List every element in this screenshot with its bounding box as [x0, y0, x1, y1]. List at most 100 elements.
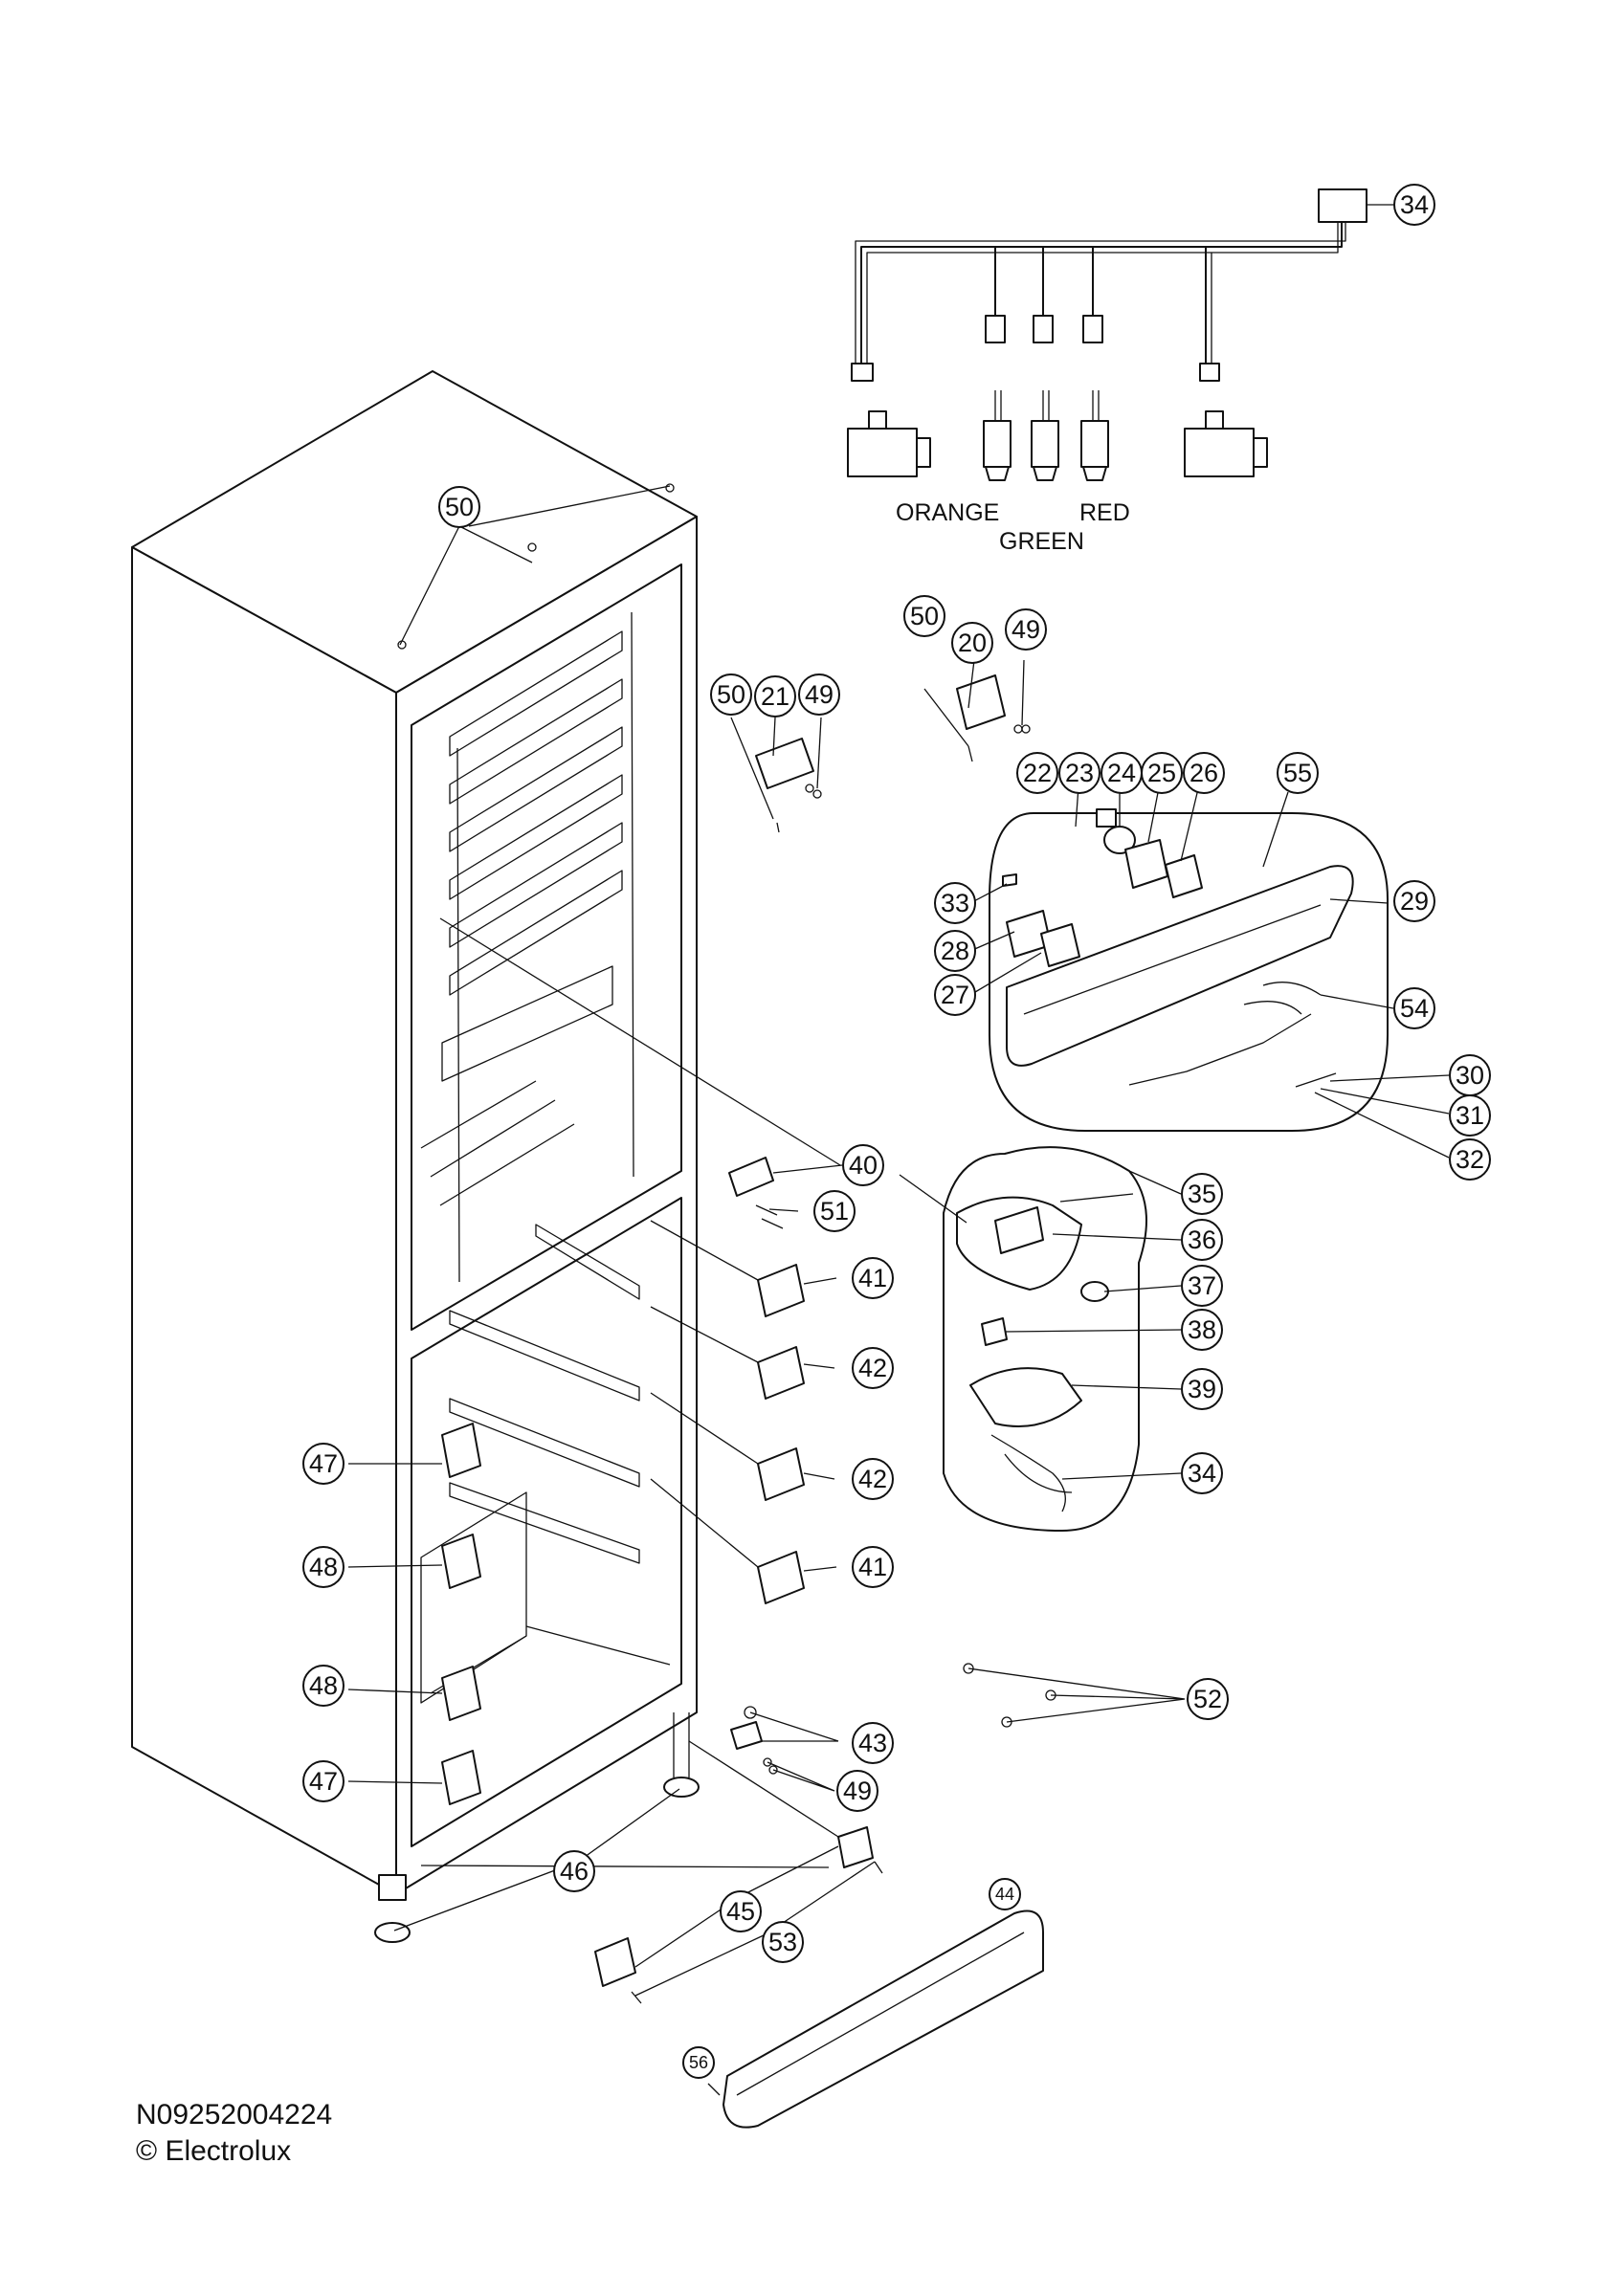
svg-text:29: 29 — [1400, 887, 1429, 916]
svg-text:49: 49 — [1012, 615, 1040, 644]
callout-48: 48 — [302, 1546, 345, 1588]
callout-38: 38 — [1181, 1309, 1223, 1351]
wiring-harness: ORANGE RED GREEN — [847, 188, 1367, 555]
callout-21: 21 — [754, 675, 796, 718]
svg-text:47: 47 — [309, 1767, 338, 1796]
bottom-trim — [707, 1910, 1044, 2129]
svg-text:53: 53 — [768, 1928, 797, 1956]
callout-27: 27 — [934, 974, 976, 1016]
svg-text:33: 33 — [941, 889, 969, 917]
svg-text:30: 30 — [1456, 1061, 1484, 1090]
callout-46: 46 — [553, 1850, 595, 1892]
svg-text:54: 54 — [1400, 994, 1429, 1023]
wire-label-orange: ORANGE — [896, 499, 999, 526]
svg-text:49: 49 — [843, 1777, 872, 1805]
callout-28: 28 — [934, 930, 976, 972]
callout-47: 47 — [302, 1760, 345, 1802]
svg-text:41: 41 — [858, 1553, 887, 1581]
svg-text:20: 20 — [958, 629, 987, 657]
copyright-notice: © Electrolux — [136, 2135, 291, 2167]
svg-text:26: 26 — [1189, 759, 1218, 787]
svg-text:36: 36 — [1188, 1225, 1216, 1254]
control-panel-assembly — [989, 808, 1389, 1132]
callout-43: 43 — [852, 1722, 894, 1764]
callout-37: 37 — [1181, 1265, 1223, 1307]
callout-42: 42 — [852, 1458, 894, 1500]
lamp-housing-assembly — [943, 1146, 1147, 1532]
callout-55: 55 — [1277, 752, 1319, 794]
svg-text:28: 28 — [941, 937, 969, 965]
svg-text:34: 34 — [1400, 190, 1429, 219]
callout-34: 34 — [1393, 184, 1435, 226]
callout-50: 50 — [710, 673, 752, 716]
svg-text:40: 40 — [849, 1151, 878, 1180]
callout-41: 41 — [852, 1546, 894, 1588]
svg-text:38: 38 — [1188, 1315, 1216, 1344]
svg-text:51: 51 — [820, 1197, 849, 1225]
callout-31: 31 — [1449, 1094, 1491, 1137]
callout-42: 42 — [852, 1347, 894, 1389]
callout-24: 24 — [1101, 752, 1143, 794]
svg-text:50: 50 — [717, 680, 745, 709]
leader-lines — [347, 204, 1450, 1997]
svg-text:39: 39 — [1188, 1375, 1216, 1403]
callout-45: 45 — [720, 1890, 762, 1932]
svg-text:44: 44 — [995, 1885, 1014, 1904]
svg-text:48: 48 — [309, 1553, 338, 1581]
svg-text:50: 50 — [445, 493, 474, 521]
callout-22: 22 — [1016, 752, 1058, 794]
callout-20: 20 — [951, 622, 993, 664]
svg-text:27: 27 — [941, 981, 969, 1009]
callout-34: 34 — [1181, 1452, 1223, 1494]
callout-29: 29 — [1393, 880, 1435, 922]
callout-49: 49 — [1005, 608, 1047, 651]
wire-label-red: RED — [1079, 499, 1130, 526]
svg-text:31: 31 — [1456, 1101, 1484, 1130]
svg-text:42: 42 — [858, 1354, 887, 1382]
svg-text:35: 35 — [1188, 1180, 1216, 1208]
callout-41: 41 — [852, 1257, 894, 1299]
callout-36: 36 — [1181, 1219, 1223, 1261]
drawing-code: N09252004224 — [136, 2099, 332, 2130]
svg-text:56: 56 — [689, 2053, 708, 2072]
callout-44: 44 — [989, 1878, 1021, 1910]
callout-50: 50 — [903, 595, 945, 637]
callout-56: 56 — [682, 2046, 715, 2079]
svg-text:48: 48 — [309, 1671, 338, 1700]
svg-text:22: 22 — [1023, 759, 1052, 787]
callout-23: 23 — [1058, 752, 1101, 794]
svg-text:32: 32 — [1456, 1145, 1484, 1174]
callout-54: 54 — [1393, 987, 1435, 1029]
callout-49: 49 — [836, 1770, 878, 1812]
callout-50: 50 — [438, 486, 480, 528]
callout-51: 51 — [813, 1190, 856, 1232]
hinge-brackets — [441, 674, 1056, 2004]
svg-text:45: 45 — [726, 1897, 755, 1926]
svg-text:55: 55 — [1283, 759, 1312, 787]
callout-30: 30 — [1449, 1054, 1491, 1096]
svg-text:25: 25 — [1147, 759, 1176, 787]
callout-26: 26 — [1183, 752, 1225, 794]
callout-48: 48 — [302, 1665, 345, 1707]
svg-text:50: 50 — [910, 602, 939, 630]
svg-text:21: 21 — [761, 682, 789, 711]
svg-text:23: 23 — [1065, 759, 1094, 787]
callout-33: 33 — [934, 882, 976, 924]
wire-label-green: GREEN — [999, 528, 1084, 555]
svg-text:47: 47 — [309, 1449, 338, 1478]
svg-text:37: 37 — [1188, 1271, 1216, 1300]
callout-52: 52 — [1187, 1678, 1229, 1720]
svg-text:34: 34 — [1188, 1459, 1216, 1488]
callout-53: 53 — [762, 1921, 804, 1963]
callout-49: 49 — [798, 673, 840, 716]
svg-text:41: 41 — [858, 1264, 887, 1292]
svg-text:24: 24 — [1107, 759, 1136, 787]
callout-25: 25 — [1141, 752, 1183, 794]
svg-text:49: 49 — [805, 680, 834, 709]
svg-text:43: 43 — [858, 1729, 887, 1757]
svg-text:52: 52 — [1193, 1685, 1222, 1713]
callout-35: 35 — [1181, 1173, 1223, 1215]
callout-39: 39 — [1181, 1368, 1223, 1410]
callout-40: 40 — [842, 1144, 884, 1186]
